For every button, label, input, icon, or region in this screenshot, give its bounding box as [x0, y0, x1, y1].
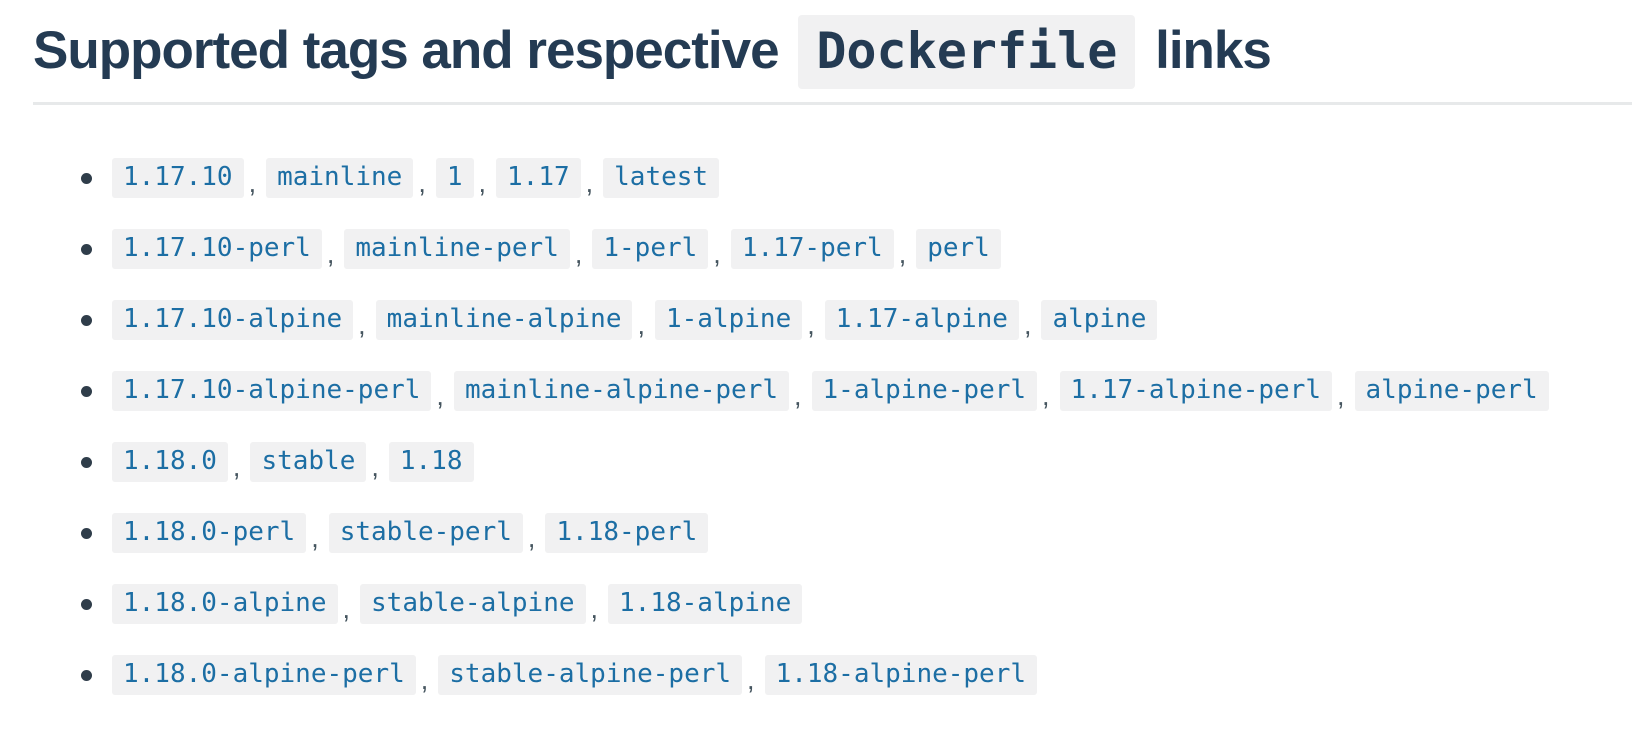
- tag-link[interactable]: 1.18-alpine: [608, 584, 803, 625]
- tag-link[interactable]: alpine-perl: [1354, 371, 1549, 412]
- tag-row: 1.17.10,mainline,1,1.17,latest: [81, 158, 1632, 199]
- tag-link[interactable]: latest: [603, 158, 720, 199]
- tag-separator: ,: [637, 309, 645, 340]
- tag-link[interactable]: mainline-alpine: [375, 300, 633, 341]
- tag-separator: ,: [371, 451, 379, 482]
- tag-separator: ,: [311, 522, 319, 553]
- tag-separator: ,: [590, 593, 599, 624]
- tag-separator: ,: [713, 238, 721, 269]
- tag-link[interactable]: stable-alpine: [360, 584, 586, 625]
- tag-separator: ,: [232, 451, 241, 482]
- tag-separator: ,: [794, 380, 802, 411]
- tag-row-content: 1.17.10-alpine,mainline-alpine,1-alpine,…: [112, 300, 1158, 341]
- tag-link[interactable]: 1.18-perl: [545, 513, 709, 554]
- tag-link[interactable]: 1.18.0-alpine-perl: [112, 655, 416, 696]
- tag-separator: ,: [436, 380, 444, 411]
- bullet-icon: [81, 314, 92, 326]
- tag-link[interactable]: mainline: [266, 158, 414, 199]
- tag-link[interactable]: 1.18.0-alpine: [112, 584, 338, 625]
- tag-row-content: 1.17.10,mainline,1,1.17,latest: [112, 158, 720, 199]
- tag-link[interactable]: stable-perl: [328, 513, 523, 554]
- tag-link[interactable]: 1.18-alpine-perl: [764, 655, 1038, 696]
- tag-row: 1.17.10-alpine-perl,mainline-alpine-perl…: [81, 371, 1632, 412]
- tag-separator: ,: [1042, 380, 1050, 411]
- supported-tags-list: 1.17.10,mainline,1,1.17,latest 1.17.10-p…: [0, 158, 1632, 696]
- tag-row: 1.17.10-alpine,mainline-alpine,1-alpine,…: [81, 300, 1632, 341]
- tag-link[interactable]: 1.17-alpine: [824, 300, 1019, 341]
- tag-row-content: 1.17.10-alpine-perl,mainline-alpine-perl…: [112, 371, 1549, 412]
- tag-link[interactable]: alpine: [1041, 300, 1158, 341]
- tag-link[interactable]: 1.17-perl: [730, 229, 894, 270]
- bullet-icon: [81, 669, 92, 681]
- tag-link[interactable]: mainline-perl: [344, 229, 570, 270]
- tag-link[interactable]: 1.18.0: [112, 442, 228, 483]
- tag-separator: ,: [248, 167, 257, 198]
- bullet-icon: [81, 172, 92, 184]
- bullet-icon: [81, 527, 92, 539]
- tag-link[interactable]: 1.17.10: [112, 158, 244, 199]
- tag-row: 1.18.0-alpine-perl,stable-alpine-perl,1.…: [81, 655, 1632, 696]
- tag-link[interactable]: 1-perl: [592, 229, 709, 270]
- tag-link[interactable]: 1.17: [496, 158, 581, 199]
- tag-separator: ,: [1023, 309, 1032, 340]
- tag-separator: ,: [418, 167, 426, 198]
- tag-separator: ,: [898, 238, 907, 269]
- bullet-icon: [81, 243, 92, 255]
- tag-link[interactable]: stable-alpine-perl: [438, 655, 743, 696]
- tag-link[interactable]: 1-alpine-perl: [811, 371, 1038, 412]
- tag-link[interactable]: perl: [916, 229, 1001, 270]
- tag-link[interactable]: 1.17-alpine-perl: [1059, 371, 1332, 412]
- heading-divider: [33, 102, 1632, 106]
- bullet-icon: [81, 385, 92, 397]
- tag-link[interactable]: 1-alpine: [655, 300, 803, 341]
- tag-link[interactable]: stable: [250, 442, 367, 483]
- tag-separator: ,: [358, 309, 366, 340]
- tag-separator: ,: [326, 238, 335, 269]
- page-title-prefix: Supported tags and respective: [33, 21, 780, 80]
- bullet-icon: [81, 456, 92, 468]
- tag-separator: ,: [1337, 380, 1345, 411]
- tag-link[interactable]: mainline-alpine-perl: [453, 371, 790, 412]
- tag-separator: ,: [527, 522, 536, 553]
- tag-separator: ,: [747, 664, 755, 695]
- tag-separator: ,: [478, 167, 487, 198]
- tag-separator: ,: [585, 167, 594, 198]
- tag-separator: ,: [574, 238, 583, 269]
- tag-separator: ,: [420, 664, 429, 695]
- tag-link[interactable]: 1.17.10-alpine-perl: [112, 371, 432, 412]
- tag-row-content: 1.18.0,stable,1.18: [112, 442, 474, 483]
- tag-row-content: 1.17.10-perl,mainline-perl,1-perl,1.17-p…: [112, 229, 1001, 270]
- tag-row-content: 1.18.0-alpine,stable-alpine,1.18-alpine: [112, 584, 803, 625]
- tag-link[interactable]: 1.17.10-perl: [112, 229, 322, 270]
- tag-row: 1.17.10-perl,mainline-perl,1-perl,1.17-p…: [81, 229, 1632, 270]
- tag-link[interactable]: 1.18: [388, 442, 474, 483]
- page-title: Supported tags and respective Dockerfile…: [33, 15, 1632, 89]
- tag-row: 1.18.0-alpine,stable-alpine,1.18-alpine: [81, 584, 1632, 625]
- tag-link[interactable]: 1.18.0-perl: [112, 513, 307, 554]
- bullet-icon: [81, 598, 92, 610]
- tag-row: 1.18.0-perl,stable-perl,1.18-perl: [81, 513, 1632, 554]
- tag-row: 1.18.0,stable,1.18: [81, 442, 1632, 483]
- tag-row-content: 1.18.0-alpine-perl,stable-alpine-perl,1.…: [112, 655, 1038, 696]
- tag-link[interactable]: 1.17.10-alpine: [112, 300, 354, 341]
- page-title-code-span: Dockerfile: [798, 15, 1136, 89]
- tag-link[interactable]: 1: [435, 158, 474, 199]
- tag-separator: ,: [342, 593, 351, 624]
- tag-row-content: 1.18.0-perl,stable-perl,1.18-perl: [112, 513, 709, 554]
- page-title-suffix: links: [1155, 21, 1272, 80]
- tag-separator: ,: [807, 309, 815, 340]
